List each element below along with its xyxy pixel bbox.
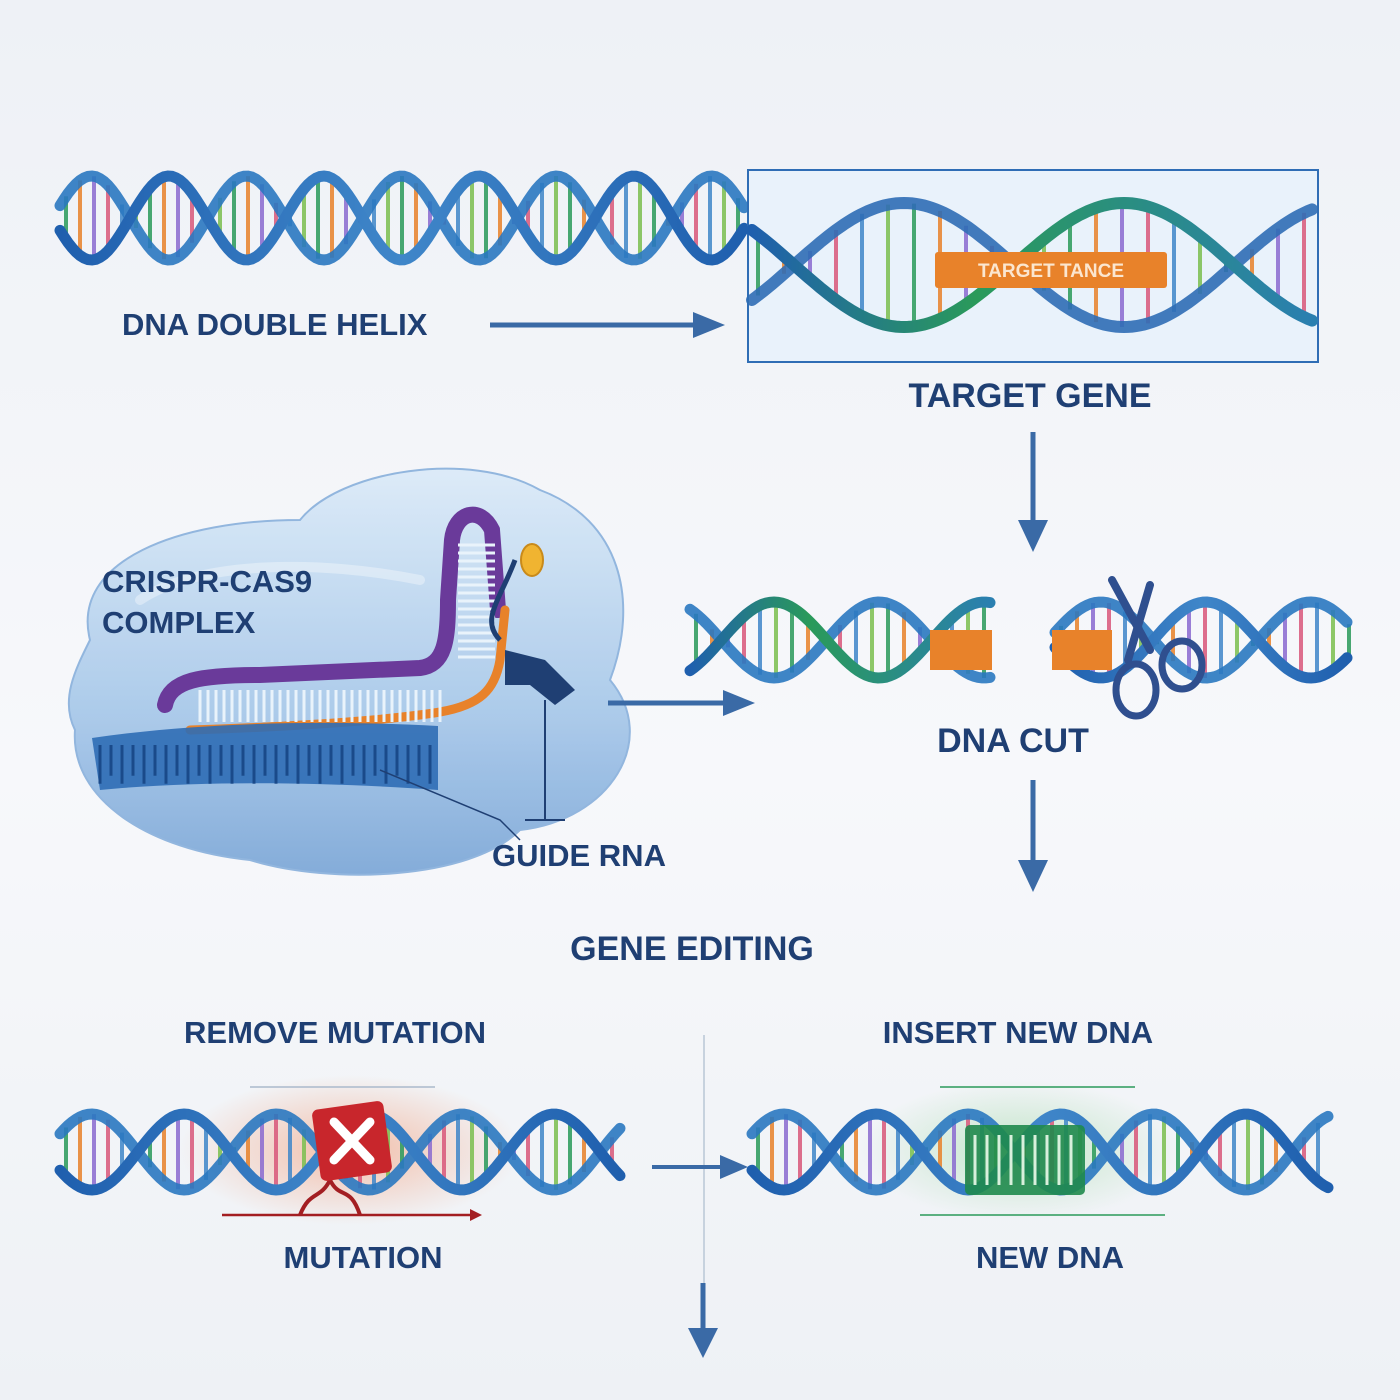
arrow-helix-to-target	[490, 312, 725, 338]
label-insert-new-dna: INSERT NEW DNA	[883, 1015, 1153, 1050]
target-tag-text: TARGET TANCE	[978, 261, 1124, 282]
label-mutation: MUTATION	[284, 1240, 443, 1275]
target-gene-tag	[935, 252, 1167, 288]
label-target-gene: TARGET GENE	[908, 377, 1151, 415]
arrow-bottom-down	[688, 1283, 718, 1358]
label-guide-rna: GUIDE RNA	[492, 838, 666, 873]
label-crispr-line2: COMPLEX	[102, 605, 256, 640]
arrow-cut-to-editing	[1018, 780, 1048, 892]
scissors-icon	[1108, 576, 1206, 720]
label-new-dna: NEW DNA	[976, 1240, 1124, 1275]
label-remove-mutation: REMOVE MUTATION	[184, 1015, 486, 1050]
arrow-complex-to-cut	[608, 690, 755, 716]
target-gene-frame: TARGET TANCE	[746, 169, 1319, 363]
new-dna-insert	[965, 1125, 1085, 1195]
dna-double-helix-graphic	[54, 170, 750, 266]
label-dna-double-helix: DNA DOUBLE HELIX	[122, 307, 428, 342]
label-gene-editing: GENE EDITING	[570, 930, 814, 968]
mutation-x-icon	[329, 1117, 375, 1165]
arrow-remove-to-insert	[652, 1155, 748, 1179]
arrow-target-to-cut	[1018, 432, 1048, 552]
target-gene-helix	[746, 196, 1318, 334]
mutation-marker	[222, 1101, 482, 1221]
label-crispr-line1: CRISPR-CAS9	[102, 564, 312, 599]
cut-ends	[930, 630, 1112, 670]
label-dna-cut: DNA CUT	[937, 722, 1089, 760]
crispr-cas9-complex-graphic	[67, 467, 631, 876]
